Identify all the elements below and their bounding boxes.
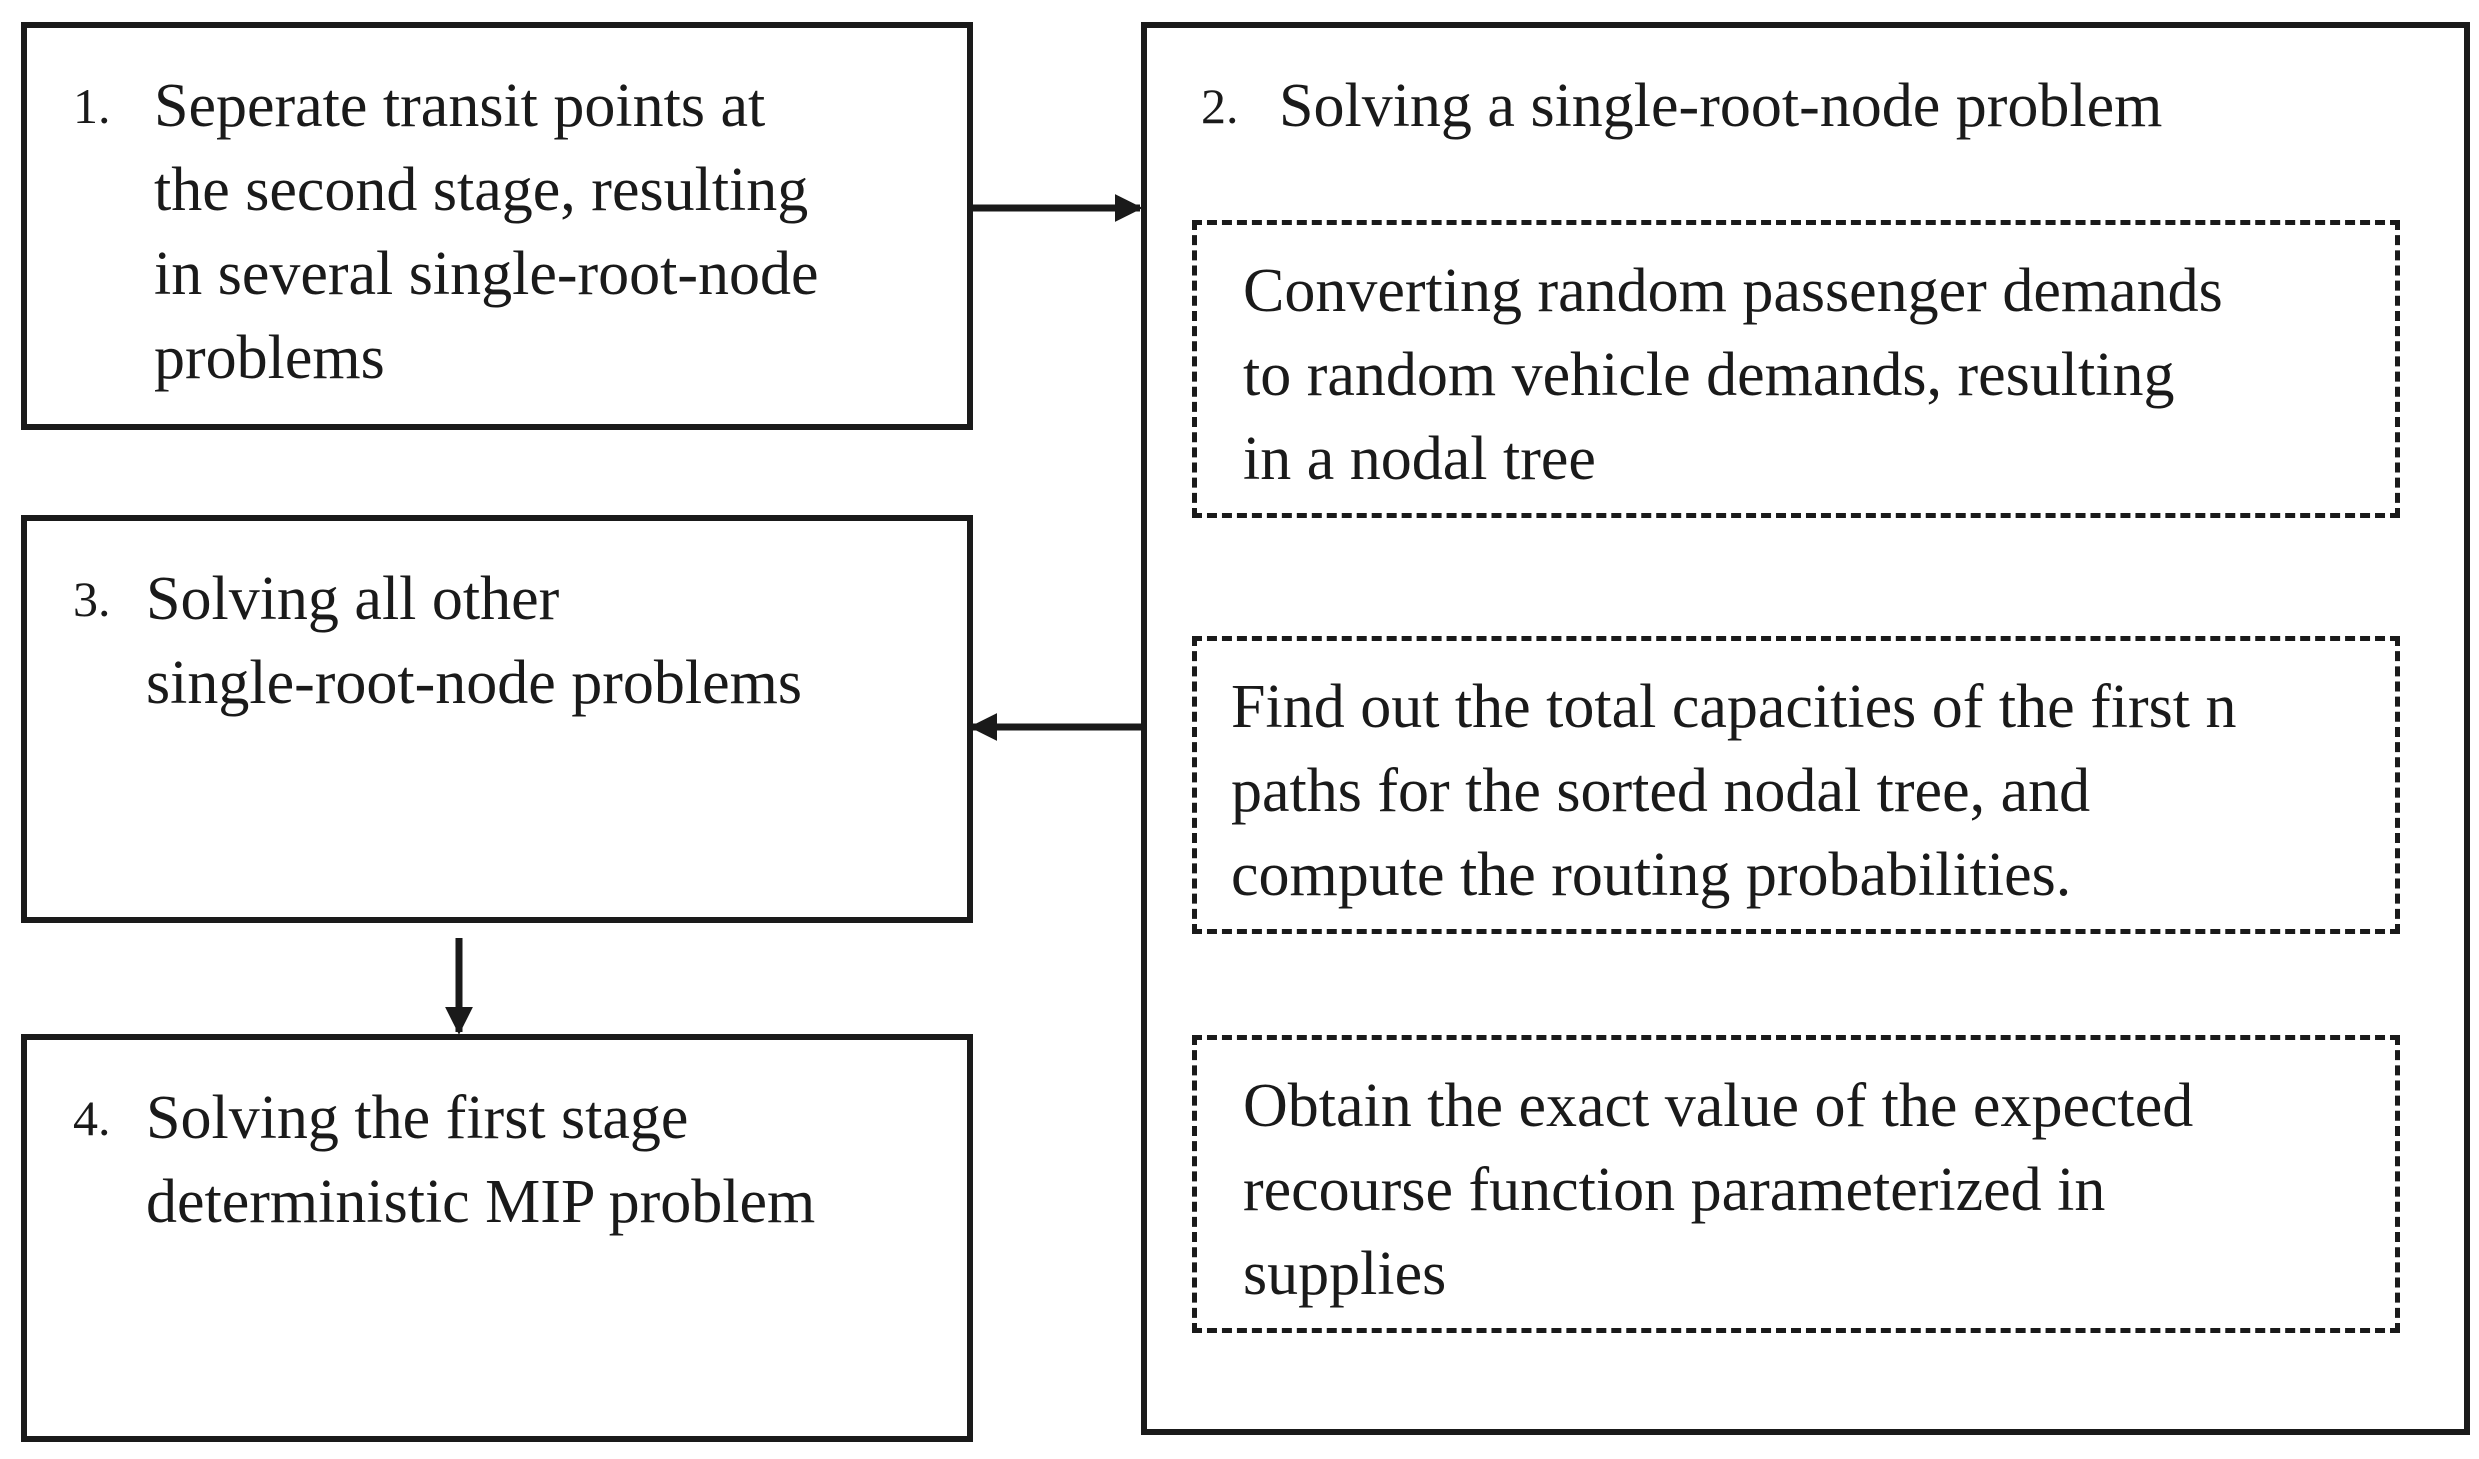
substep3-line: supplies [1243,1240,1447,1308]
step1-line: Seperate transit points at [154,72,766,140]
step4-number: 4. [73,1090,111,1146]
substep2-text: Find out the total capacities of the fir… [1231,665,2237,917]
substep1-line: to random vehicle demands, resulting [1243,341,2175,409]
step2-title: Solving a single-root-node problem [1279,72,2163,140]
substep3-box: Obtain the exact value of the expected r… [1192,1035,2400,1333]
step1-line: in several single-root-node [154,240,819,308]
step1-number: 1. [73,78,111,134]
step3-text: Solving all other single-root-node probl… [146,557,802,725]
substep3-line: recourse function parameterized in [1243,1156,2106,1224]
substep1-box: Converting random passenger demands to r… [1192,220,2400,518]
substep3-text: Obtain the exact value of the expected r… [1243,1064,2193,1316]
substep2-line: compute the routing probabilities. [1231,841,2072,909]
step3-line: single-root-node problems [146,649,803,717]
substep1-line: Converting random passenger demands [1243,257,2223,325]
step4-line: Solving the first stage [146,1084,689,1152]
substep1-line: in a nodal tree [1243,425,1596,493]
step4-text: Solving the first stage deterministic MI… [146,1076,815,1244]
step1-box: 1. Seperate transit points at the second… [21,22,973,430]
step2-number: 2. [1201,78,1239,134]
substep2-line: paths for the sorted nodal tree, and [1231,757,2091,825]
substep3-line: Obtain the exact value of the expected [1243,1072,2194,1140]
step1-line: problems [154,324,385,392]
step4-line: deterministic MIP problem [146,1168,816,1236]
substep2-box: Find out the total capacities of the fir… [1192,636,2400,934]
substep2-line: Find out the total capacities of the fir… [1231,673,2237,741]
substep1-text: Converting random passenger demands to r… [1243,249,2223,501]
step3-line: Solving all other [146,565,560,633]
step3-box: 3. Solving all other single-root-node pr… [21,515,973,923]
step1-line: the second stage, resulting [154,156,809,224]
step1-text: Seperate transit points at the second st… [154,64,819,400]
step3-number: 3. [73,571,111,627]
step4-box: 4. Solving the first stage deterministic… [21,1034,973,1442]
